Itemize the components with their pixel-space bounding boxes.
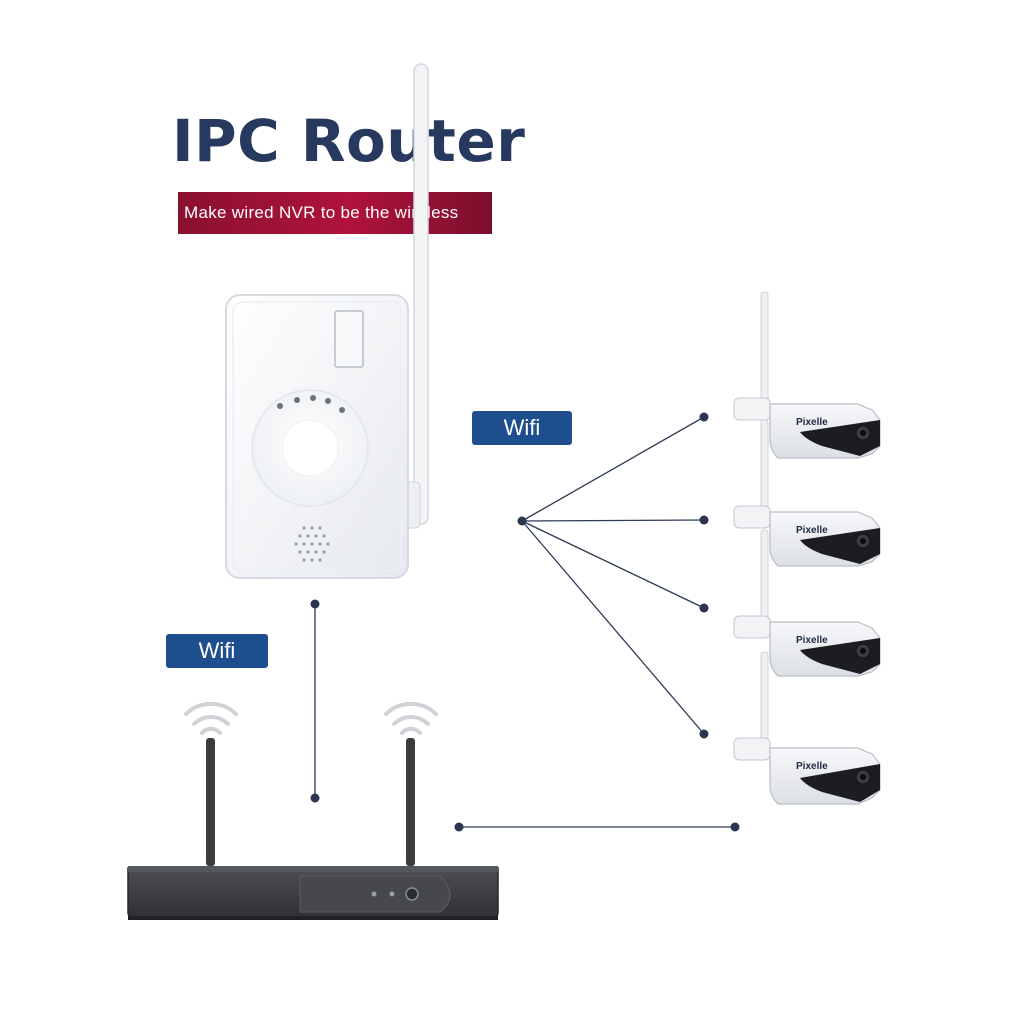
- page-title: IPC Router: [172, 107, 526, 175]
- camera-brand-1: Pixelle: [796, 417, 828, 428]
- connector-endpoints: [310, 412, 740, 832]
- ipc-camera-4: Pixelle: [733, 651, 881, 805]
- ipc-camera-2: Pixelle: [733, 419, 881, 567]
- wifi-badge-left: Wifi: [166, 634, 268, 668]
- nvr-recorder: [127, 866, 499, 920]
- camera-brand-4: Pixelle: [796, 761, 828, 772]
- wifi-signal-icon-left: [184, 701, 238, 735]
- ipc-camera-1: Pixelle: [733, 291, 881, 459]
- wifi-signal-icon-right: [384, 701, 438, 735]
- wifi-label-left: Wifi: [198, 638, 236, 663]
- nvr-antennas: [206, 738, 415, 866]
- ipc-router-device: [225, 294, 409, 579]
- connector-lines: [314, 416, 735, 828]
- wifi-label-right: Wifi: [503, 415, 541, 440]
- camera-brand-2: Pixelle: [796, 525, 828, 536]
- subtitle-banner: Make wired NVR to be the wireless: [178, 192, 492, 234]
- ipc-camera-3: Pixelle: [733, 529, 881, 677]
- camera-brand-3: Pixelle: [796, 635, 828, 646]
- wifi-badge-right: Wifi: [472, 411, 572, 445]
- status-leds: [277, 395, 345, 413]
- subtitle-text: Make wired NVR to be the wireless: [184, 203, 459, 222]
- speaker-grille: [294, 526, 330, 562]
